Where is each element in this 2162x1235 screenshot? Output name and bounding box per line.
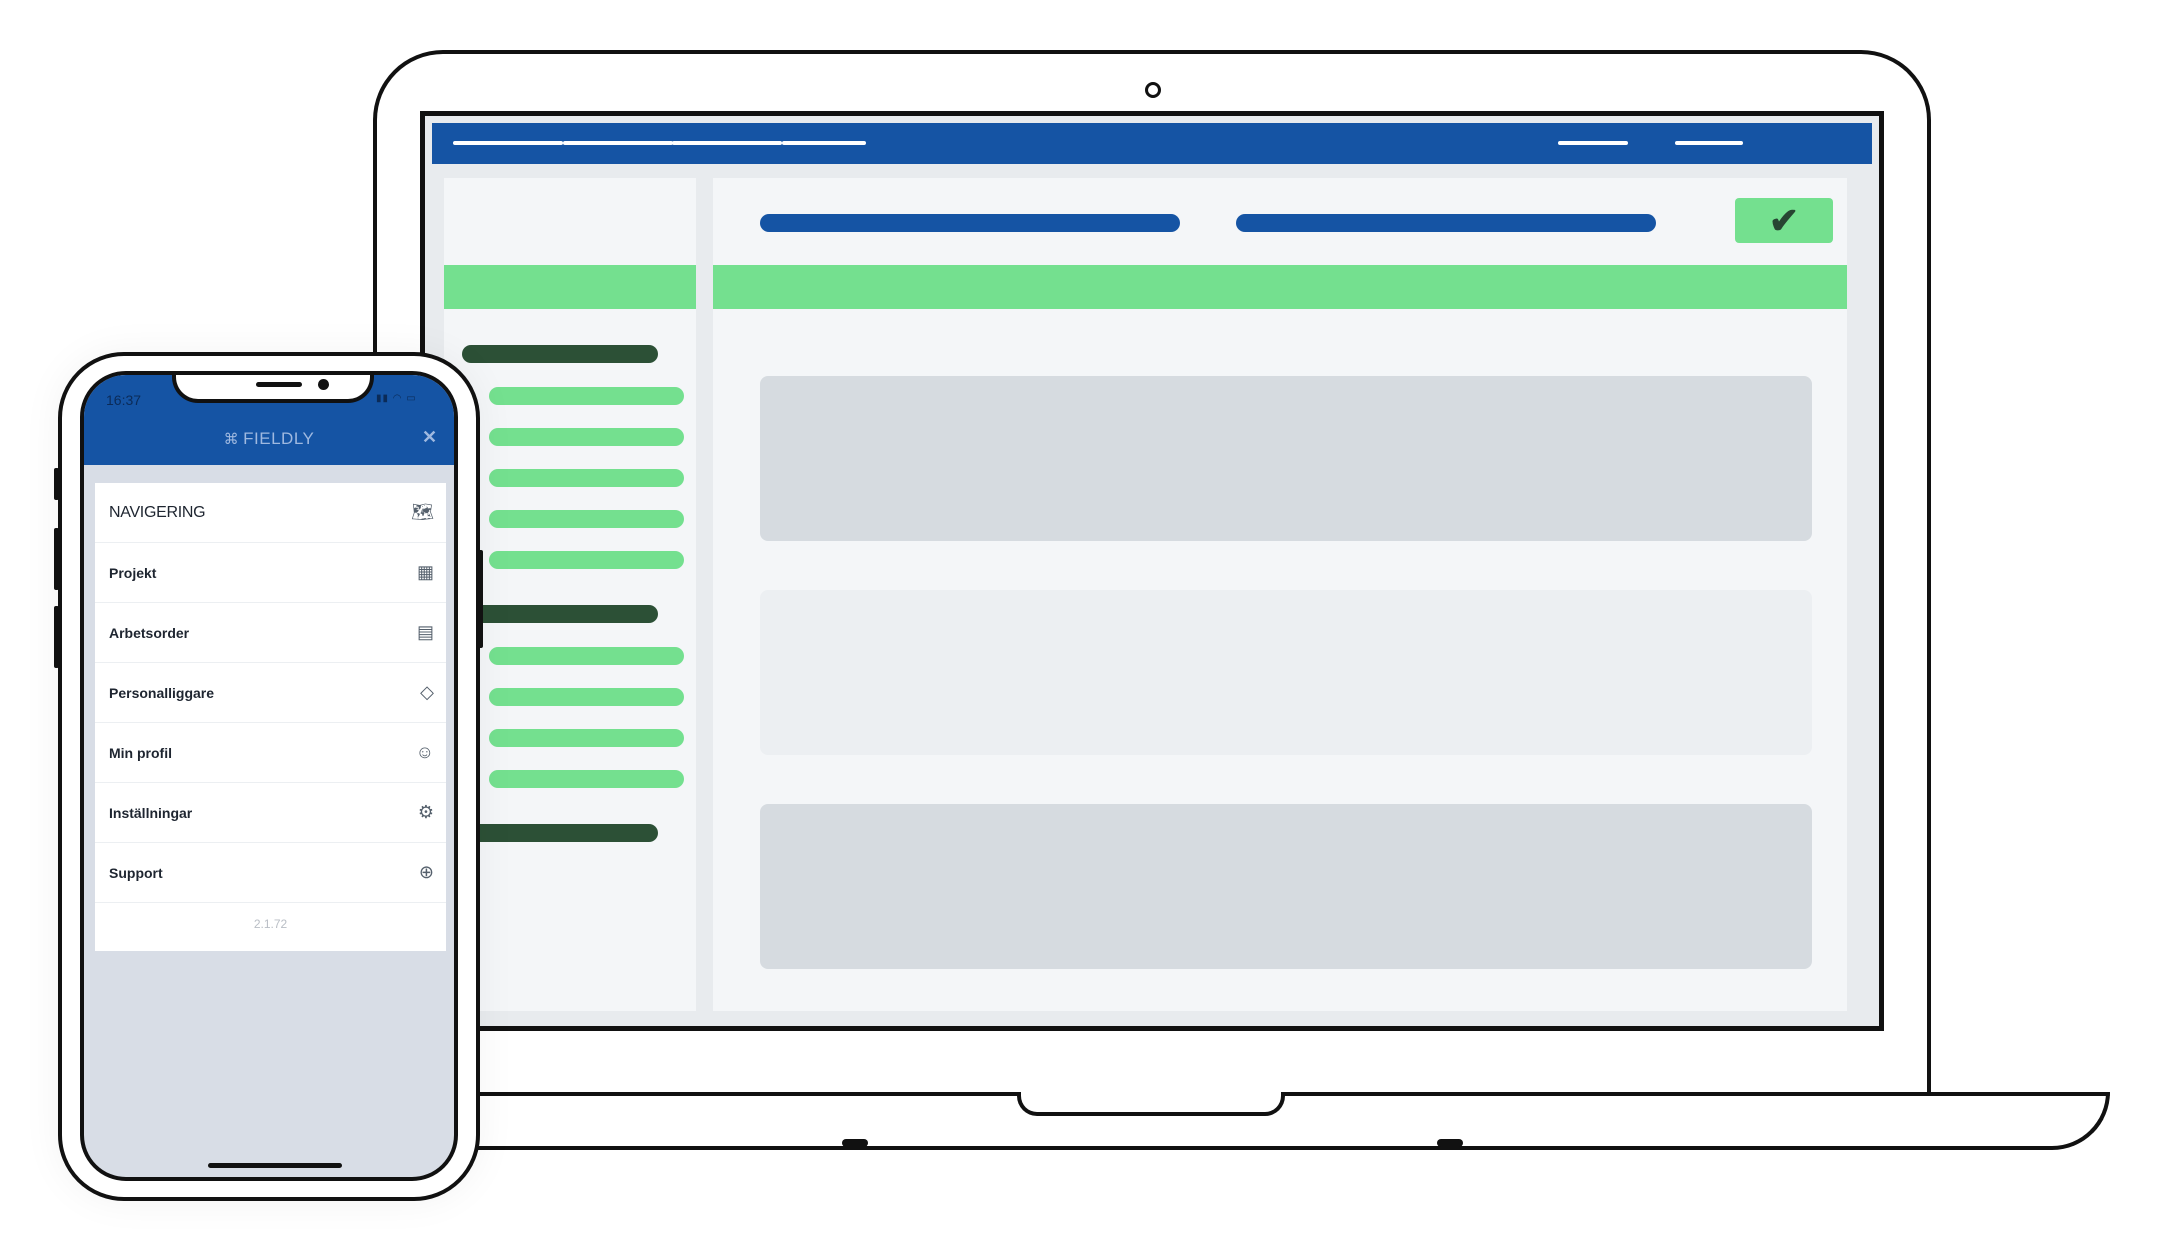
- app-version: 2.1.72: [253, 917, 288, 931]
- content-card: [760, 376, 1812, 541]
- notch-camera: [318, 379, 329, 390]
- menu-item-projekt[interactable]: Projekt ▦: [95, 543, 446, 603]
- tag-icon: ◇: [420, 682, 434, 702]
- menu-item-installningar[interactable]: Inställningar ⚙: [95, 783, 446, 843]
- sidebar-active-band: [444, 265, 696, 309]
- phone-power-button: [478, 550, 483, 648]
- user-icon: ☺: [415, 742, 434, 762]
- phone-volume-down-button: [54, 606, 59, 668]
- navbar-placeholder-link[interactable]: [1675, 141, 1743, 145]
- map-icon[interactable]: 🗺: [411, 502, 434, 522]
- clipboard-icon: ▤: [416, 622, 434, 642]
- laptop-camera: [1145, 82, 1161, 98]
- confirm-check-button[interactable]: ✔: [1735, 198, 1833, 243]
- brand-name: FIELDLY: [243, 429, 315, 448]
- calendar-icon: ▦: [416, 562, 434, 582]
- menu-heading-row: NAVIGERING 🗺: [95, 483, 446, 543]
- sidebar-item[interactable]: [489, 510, 684, 528]
- menu-heading: NAVIGERING: [109, 503, 206, 521]
- sidebar-item[interactable]: [489, 647, 684, 665]
- menu-item-label: Inställningar: [109, 804, 193, 821]
- phone-mute-switch: [54, 468, 59, 500]
- brand-logo: ⌘FIELDLY: [84, 429, 454, 449]
- home-indicator[interactable]: [208, 1163, 342, 1168]
- navbar-placeholder-link[interactable]: [1558, 141, 1628, 145]
- menu-item-personalliggare[interactable]: Personalliggare ◇: [95, 663, 446, 723]
- navbar-placeholder-link[interactable]: [782, 141, 866, 145]
- laptop-open-notch: [1017, 1092, 1285, 1116]
- navbar-placeholder-link[interactable]: [672, 141, 782, 145]
- content-card: [760, 590, 1812, 755]
- sidebar-section-heading: [462, 824, 658, 842]
- phone-volume-up-button: [54, 528, 59, 590]
- menu-item-min-profil[interactable]: Min profil ☺: [95, 723, 446, 783]
- main-active-band: [713, 265, 1847, 309]
- desktop-main-panel: ✔: [713, 178, 1847, 1011]
- laptop-foot: [842, 1139, 868, 1147]
- menu-item-label: Arbetsorder: [109, 624, 190, 641]
- navigation-menu: NAVIGERING 🗺 Projekt ▦ Arbetsorder ▤ Per…: [95, 483, 446, 951]
- sidebar-section-heading: [462, 605, 658, 623]
- phone-screen: 16:37 ▮▮ ◠ ▭ ⌘FIELDLY ✕ NAVIGERING 🗺 Pro…: [80, 371, 458, 1181]
- check-icon: ✔: [1768, 199, 1800, 241]
- menu-item-label: Personalliggare: [109, 684, 215, 701]
- status-time: 16:37: [106, 392, 142, 408]
- menu-item-label: Min profil: [109, 744, 172, 761]
- laptop-foot: [1437, 1139, 1463, 1147]
- navbar-placeholder-link[interactable]: [453, 141, 563, 145]
- main-header-placeholder: [1236, 214, 1656, 232]
- navbar-placeholder-link[interactable]: [563, 141, 673, 145]
- sidebar-item[interactable]: [489, 469, 684, 487]
- menu-item-arbetsorder[interactable]: Arbetsorder ▤: [95, 603, 446, 663]
- gear-icon: ⚙: [417, 802, 434, 822]
- sidebar-item[interactable]: [489, 770, 684, 788]
- close-icon: ✕: [422, 427, 438, 447]
- sidebar-item[interactable]: [489, 688, 684, 706]
- sidebar-item[interactable]: [489, 729, 684, 747]
- main-header-placeholder: [760, 214, 1180, 232]
- menu-item-label: Projekt: [109, 564, 157, 581]
- close-menu-button[interactable]: ✕: [422, 427, 437, 448]
- desktop-sidebar: [444, 178, 696, 1011]
- sidebar-item[interactable]: [489, 428, 684, 446]
- menu-item-label: Support: [109, 864, 163, 881]
- notch-speaker: [256, 382, 302, 387]
- sidebar-item[interactable]: [489, 551, 684, 569]
- laptop-screen: ✔: [420, 111, 1884, 1031]
- sidebar-section-heading: [462, 345, 658, 363]
- phone-notch: [172, 375, 374, 403]
- lifebuoy-icon: ⊕: [418, 862, 434, 882]
- status-icons: ▮▮ ◠ ▭: [376, 393, 417, 404]
- desktop-top-navbar: [432, 123, 1872, 164]
- fieldly-logo-icon: ⌘: [223, 431, 240, 448]
- sidebar-item[interactable]: [489, 387, 684, 405]
- menu-item-support[interactable]: Support ⊕: [95, 843, 446, 903]
- content-card: [760, 804, 1812, 969]
